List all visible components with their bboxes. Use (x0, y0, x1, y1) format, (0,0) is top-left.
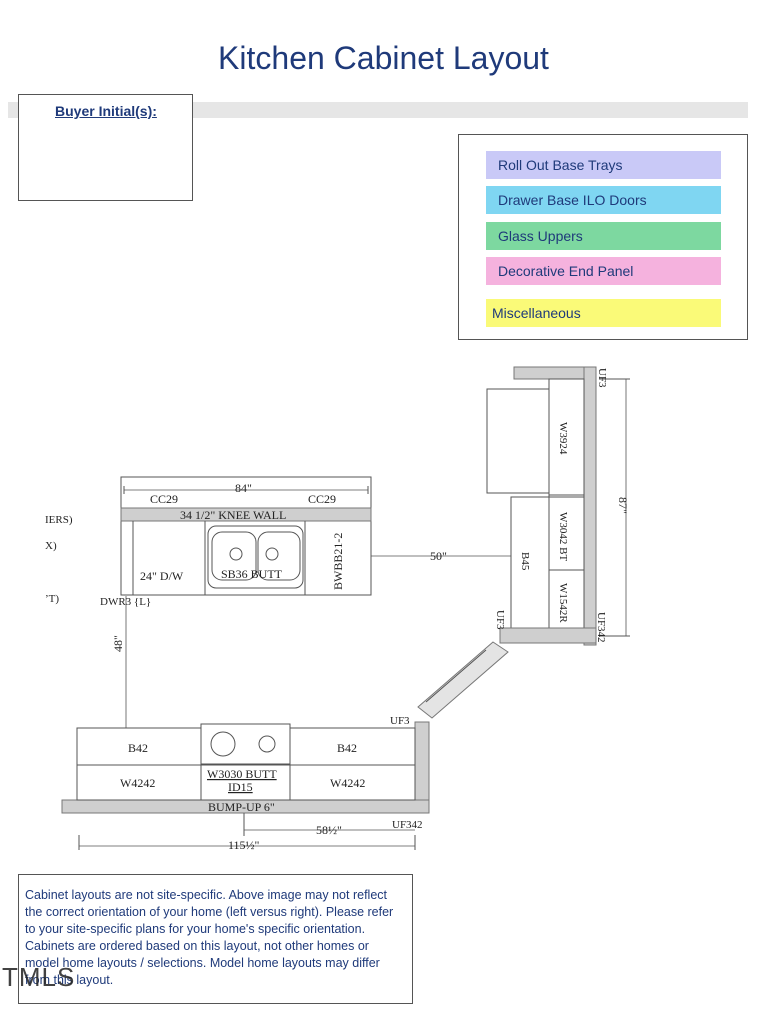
bump-up-label: BUMP-UP 6" (208, 800, 275, 814)
gap-dim: 50" (430, 549, 447, 563)
legend-roll-out: Roll Out Base Trays (486, 151, 721, 179)
left-partial-3: ’T) (45, 593, 59, 605)
dwr-label: DWR3 {L} (100, 596, 151, 608)
disclaimer-text: Cabinet layouts are not site-specific. A… (25, 888, 394, 987)
right-height-dim: 87" (616, 497, 630, 514)
cc29-right: CC29 (308, 492, 336, 506)
uf342-right: UF342 (595, 612, 607, 643)
island-outline (120, 476, 372, 596)
floor-plan: 84" CC29 CC29 34 1/2" KNEE WALL 24" D/W … (45, 366, 630, 852)
left-partial-1: IERS) (45, 514, 73, 526)
left-partial-2: X) (45, 540, 57, 552)
b42-right: B42 (337, 741, 357, 755)
legend-glass-uppers: Glass Uppers (486, 222, 721, 250)
knee-wall (120, 507, 372, 522)
island-width-dim: 84" (235, 481, 252, 495)
header-band (8, 102, 748, 118)
legend: Roll Out Base Trays Drawer Base ILO Door… (458, 134, 748, 340)
b42-left: B42 (128, 741, 148, 755)
w3924-label: W3924 (557, 422, 569, 455)
bwbb-label: BWBB21-2 (331, 533, 345, 590)
center-cab-label: W3030 BUTT (207, 767, 277, 781)
b45-label: B45 (519, 552, 531, 571)
w4242-right: W4242 (330, 776, 365, 790)
page-title: Kitchen Cabinet Layout (218, 40, 549, 76)
uf3-top: UF3 (596, 368, 608, 388)
w3042-label: W3042 BT (557, 512, 569, 561)
knee-wall-label: 34 1/2" KNEE WALL (180, 508, 286, 522)
dim-total: 115½" (228, 838, 260, 852)
buyer-initials-box: Buyer Initial(s): (18, 94, 193, 201)
upper-cab-block (486, 388, 550, 494)
right-wall-thick (583, 366, 597, 646)
legend-misc: Miscellaneous (486, 299, 721, 327)
buyer-initials-label: Buyer Initial(s): (55, 103, 157, 119)
w4242-left: W4242 (120, 776, 155, 790)
dim-half: 58½" (316, 823, 342, 837)
angled-run (417, 641, 509, 719)
legend-decorative-end: Decorative End Panel (486, 257, 721, 285)
legend-drawer-base: Drawer Base ILO Doors (486, 186, 721, 214)
w1542-label: W1542R (557, 583, 569, 623)
uf342-bottom: UF342 (392, 819, 423, 831)
uf3-bottom: UF3 (494, 610, 506, 630)
uf3-bottom-wall: UF3 (390, 715, 410, 727)
cc29-left: CC29 (150, 492, 178, 506)
aisle-dim: 48" (111, 635, 125, 652)
disclaimer-box: Cabinet layouts are not site-specific. A… (18, 874, 413, 1004)
mls-watermark: TMLS (2, 962, 76, 992)
dishwasher-label: 24" D/W (140, 569, 184, 583)
sink-outline (207, 525, 304, 589)
center-cab-label-2: ID15 (228, 780, 253, 794)
sink-label: SB36 BUTT (221, 567, 283, 581)
